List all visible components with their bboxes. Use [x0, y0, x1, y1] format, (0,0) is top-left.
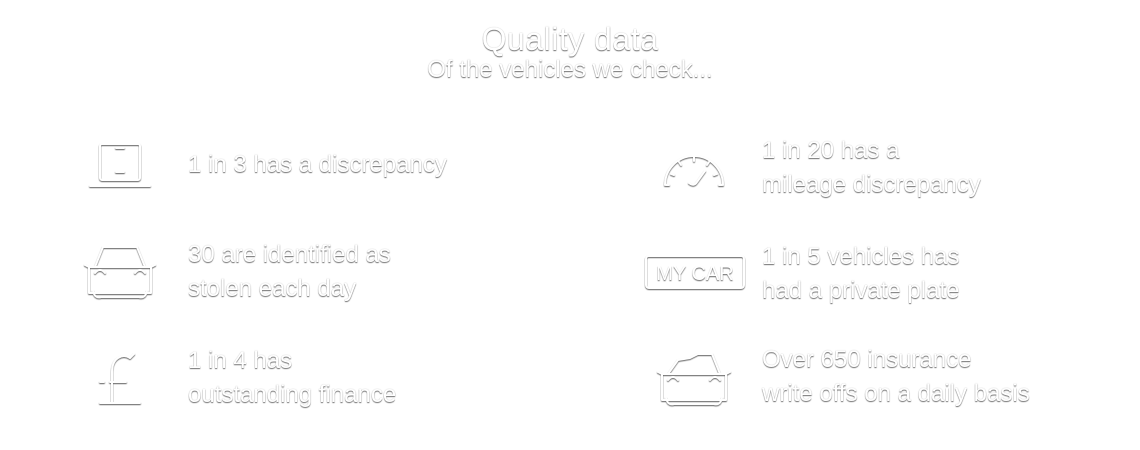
number-plate-icon: MY CAR: [644, 254, 746, 290]
plate-text: MY CAR: [656, 263, 733, 285]
stat-text: 30 are identified as stolen each day: [188, 241, 391, 302]
document-stack-icon: [88, 140, 152, 188]
stat-text: Over 650 insurance write offs on a daily…: [762, 346, 1030, 407]
pound-sign-icon: [98, 352, 144, 406]
car-front-icon: [83, 245, 157, 301]
page-title: Quality data: [481, 21, 659, 57]
damaged-car-icon: [656, 352, 732, 408]
stat-text: 1 in 3 has a discrepancy: [188, 151, 447, 178]
stat-text: 1 in 20 has a mileage discrepancy: [762, 137, 981, 198]
stat-text: 1 in 5 vehicles has had a private plate: [762, 243, 960, 304]
section-header: Quality data Of the vehicles we check...: [0, 20, 1140, 84]
stat-text: 1 in 4 has outstanding finance: [188, 347, 397, 408]
speedometer-icon: [661, 143, 727, 189]
page-subtitle: Of the vehicles we check...: [427, 56, 713, 83]
